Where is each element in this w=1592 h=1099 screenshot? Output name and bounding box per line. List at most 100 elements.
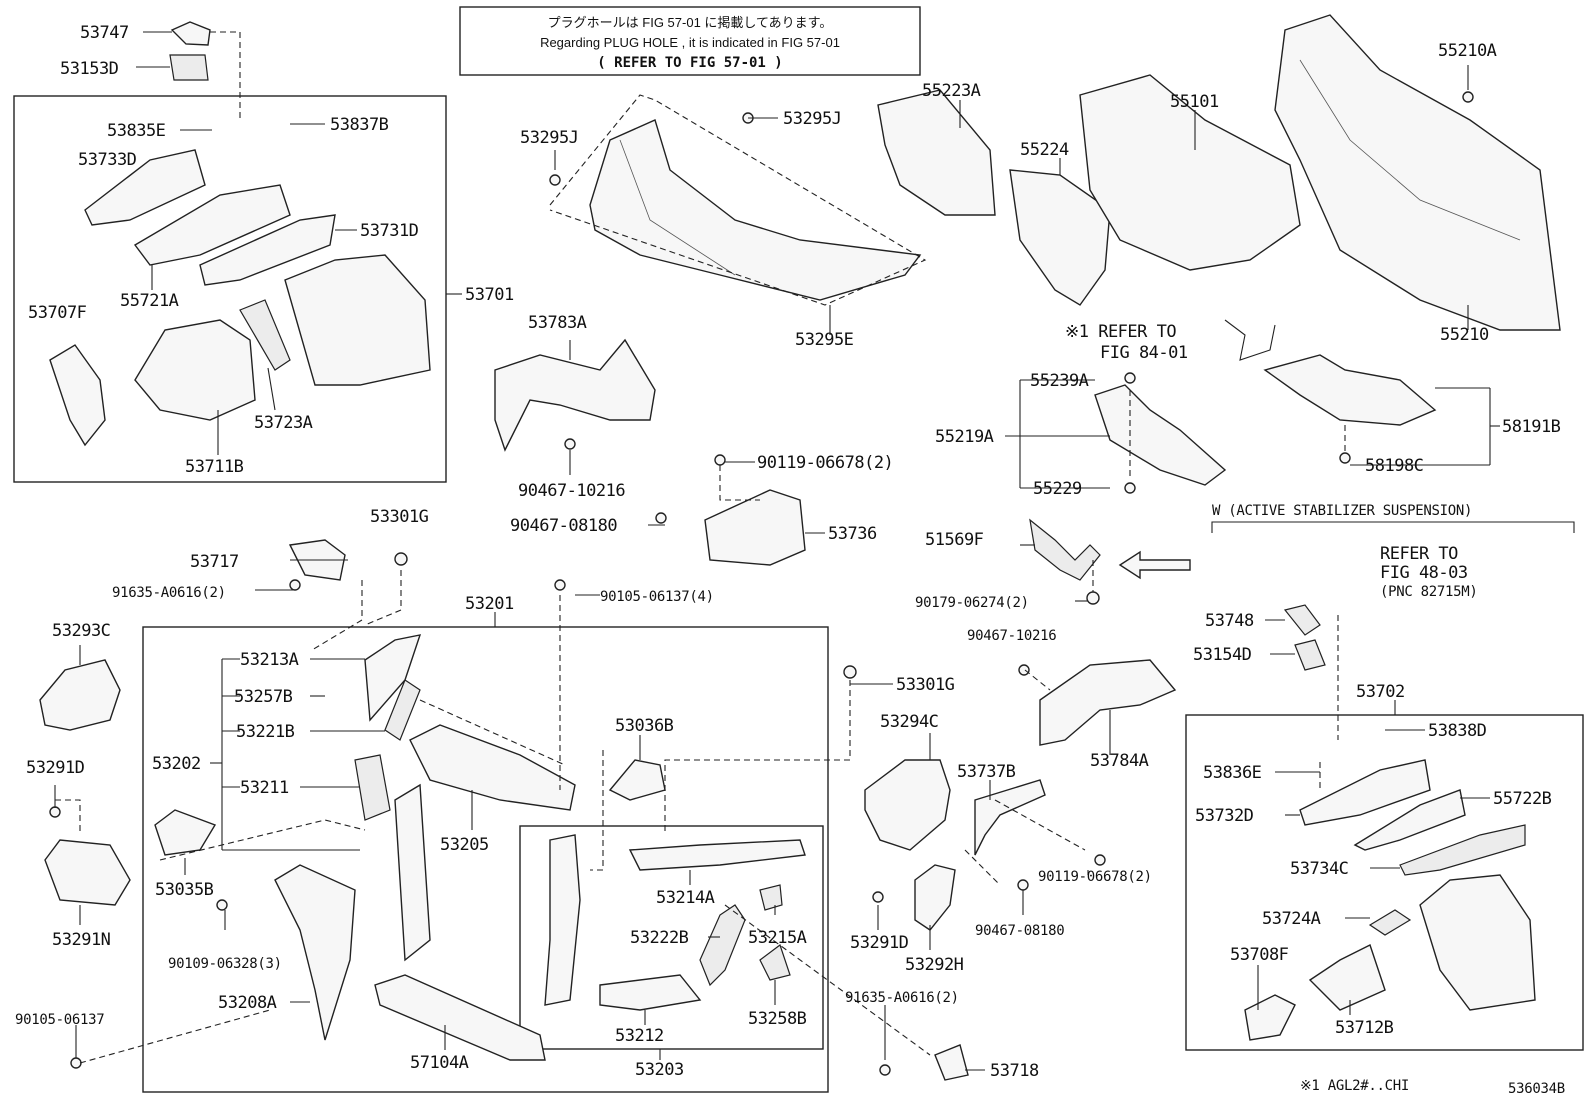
- part-53213A: [364, 634, 422, 722]
- part-53784A: [1039, 659, 1177, 746]
- part-53154D: [1294, 639, 1326, 671]
- label-53208A: 53208A: [218, 993, 277, 1013]
- part-53221B: [384, 679, 421, 741]
- label-53205: 53205: [440, 835, 489, 855]
- group-box-53701: [13, 95, 447, 483]
- fasteners: [49, 91, 1474, 1076]
- label-53035B: 53035B: [155, 880, 214, 900]
- part-53036B: [608, 759, 666, 801]
- label-53702: 53702: [1356, 682, 1405, 702]
- part-55722B: [1353, 789, 1466, 851]
- note-refer: ( REFER TO FIG 57-01 ): [597, 55, 782, 71]
- label-53712B: 53712B: [1335, 1018, 1394, 1038]
- label-90119-06678-a: 90119-06678(2): [757, 453, 893, 473]
- label-refer-48-line2: FIG 48-03: [1380, 563, 1468, 583]
- note-box: [459, 6, 921, 76]
- part-53718: [934, 1044, 969, 1081]
- part-53295E: [589, 119, 922, 301]
- label-55219A: 55219A: [935, 427, 994, 447]
- part-55224: [1009, 169, 1111, 306]
- label-55210A: 55210A: [1438, 41, 1497, 61]
- label-53295J-b: 53295J: [783, 109, 841, 129]
- label-58191B: 58191B: [1502, 417, 1561, 437]
- group-box-53203: [519, 825, 824, 1050]
- label-53036B: 53036B: [615, 716, 674, 736]
- label-active-stab: W (ACTIVE STABILIZER SUSPENSION): [1212, 503, 1472, 519]
- label-53201: 53201: [465, 594, 514, 614]
- label-53708F: 53708F: [1230, 945, 1289, 965]
- label-90105-06137: 90105-06137: [15, 1012, 104, 1028]
- label-53295E: 53295E: [795, 330, 854, 350]
- label-53701: 53701: [465, 285, 514, 305]
- label-53734C: 53734C: [1290, 859, 1348, 879]
- label-53732D: 53732D: [1195, 806, 1254, 826]
- part-53294C: [864, 759, 951, 851]
- label-90467-08180-b: 90467-08180: [975, 923, 1064, 939]
- part-53212: [599, 974, 702, 1011]
- part-58191B: [1263, 354, 1437, 426]
- part-53258B: [759, 944, 791, 981]
- part-53702-housing: [1419, 874, 1536, 1011]
- leader-lines: [54, 31, 1500, 1071]
- label-53737B: 53737B: [957, 762, 1016, 782]
- label-53718: 53718: [990, 1061, 1039, 1081]
- label-53723A: 53723A: [254, 413, 313, 433]
- label-53784A: 53784A: [1090, 751, 1149, 771]
- label-53835E: 53835E: [107, 121, 166, 141]
- part-53291N: [44, 839, 131, 906]
- label-53747: 53747: [80, 23, 129, 43]
- label-53213A: 53213A: [240, 650, 299, 670]
- part-55219A: [1094, 384, 1227, 486]
- label-90105-06137-4: 90105-06137(4): [600, 589, 714, 605]
- note-en: Regarding PLUG HOLE , it is indicated in…: [540, 35, 840, 50]
- label-refer-48-line3: (PNC 82715M): [1380, 584, 1478, 600]
- label-51569F: 51569F: [925, 530, 984, 550]
- label-53153D: 53153D: [60, 59, 119, 79]
- label-53836E: 53836E: [1203, 763, 1262, 783]
- label-57104A: 57104A: [410, 1053, 469, 1073]
- label-footnote: ※1 AGL2#..CHI: [1300, 1078, 1409, 1094]
- label-53736: 53736: [828, 524, 877, 544]
- label-53294C: 53294C: [880, 712, 938, 732]
- part-53214A: [628, 839, 806, 871]
- label-55224: 55224: [1020, 140, 1069, 160]
- part-53208A: [274, 864, 356, 1041]
- part-53723A: [239, 299, 291, 371]
- label-53202: 53202: [152, 754, 201, 774]
- label-53222B: 53222B: [630, 928, 689, 948]
- part-53711B: [134, 319, 256, 421]
- label-91635-b: 91635-A0616(2): [845, 990, 959, 1006]
- part-53783A: [494, 338, 656, 452]
- part-53153D: [169, 54, 209, 81]
- part-53203-side: [544, 834, 581, 1006]
- part-53737B: [974, 779, 1046, 856]
- part-57104A: [374, 974, 546, 1061]
- label-53257B: 53257B: [234, 687, 293, 707]
- label-53203: 53203: [635, 1060, 684, 1080]
- group-box-53702: [1185, 714, 1584, 1051]
- part-53748: [1283, 604, 1321, 636]
- label-53211: 53211: [240, 778, 289, 798]
- label-53154D: 53154D: [1193, 645, 1252, 665]
- part-53707F: [49, 344, 106, 447]
- note-jp: プラグホールは FIG 57-01 に掲載してあります。: [548, 15, 833, 30]
- label-53724A: 53724A: [1262, 909, 1321, 929]
- label-90467-10216-b: 90467-10216: [967, 628, 1056, 644]
- label-53837B: 53837B: [330, 115, 389, 135]
- part-53734C: [1399, 824, 1526, 876]
- label-53717: 53717: [190, 552, 239, 572]
- part-55101: [1079, 74, 1301, 271]
- label-refer-48-line1: REFER TO: [1380, 544, 1458, 564]
- label-90467-10216-a: 90467-10216: [518, 481, 625, 501]
- part-bracket-84-01: [1224, 319, 1276, 361]
- label-53295J-a: 53295J: [520, 128, 578, 148]
- label-figure-id: 536034B: [1508, 1081, 1565, 1097]
- label-53707F: 53707F: [28, 303, 87, 323]
- part-53035B: [154, 809, 217, 856]
- label-55722B: 55722B: [1493, 789, 1552, 809]
- part-53736: [704, 489, 806, 566]
- label-53733D: 53733D: [78, 150, 137, 170]
- label-55239A: 55239A: [1030, 371, 1089, 391]
- label-53301G-b: 53301G: [896, 675, 955, 695]
